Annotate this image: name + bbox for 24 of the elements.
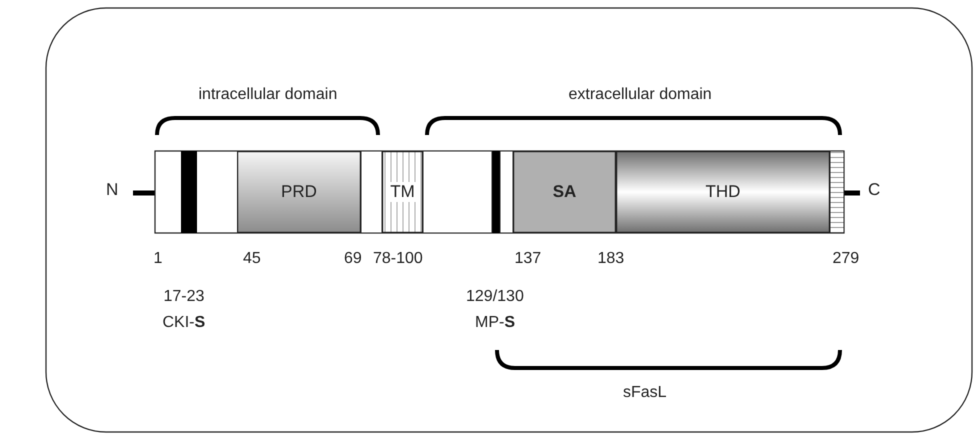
domain-segment: [513, 151, 616, 233]
domain-label: extracellular domain: [568, 86, 712, 104]
residue-number: 183: [598, 250, 624, 268]
site-position: 129/130: [466, 288, 524, 306]
terminus-label: N: [106, 180, 118, 200]
domain-label: THD: [706, 182, 740, 202]
domain-segment: [237, 151, 361, 233]
residue-number: 78-100: [373, 250, 423, 268]
residue-number: 279: [832, 250, 860, 268]
site-name: MP-S: [475, 314, 515, 332]
residue-number: 137: [514, 250, 542, 268]
site-position: 17-23: [164, 288, 204, 306]
residue-number: 69: [344, 250, 362, 268]
residue-number: 1: [154, 250, 162, 268]
fragment-label: sFasL: [623, 384, 667, 402]
domain-segment: [382, 151, 423, 233]
domain-label: TM: [389, 182, 416, 202]
domain-label: intracellular domain: [198, 86, 338, 104]
site-name: CKI-S: [162, 314, 206, 332]
terminus-label: C: [868, 180, 880, 200]
domain-segment: [616, 151, 830, 233]
residue-number: 45: [243, 250, 261, 268]
domain-label: PRD: [281, 182, 317, 202]
domain-label: SA: [552, 182, 576, 202]
